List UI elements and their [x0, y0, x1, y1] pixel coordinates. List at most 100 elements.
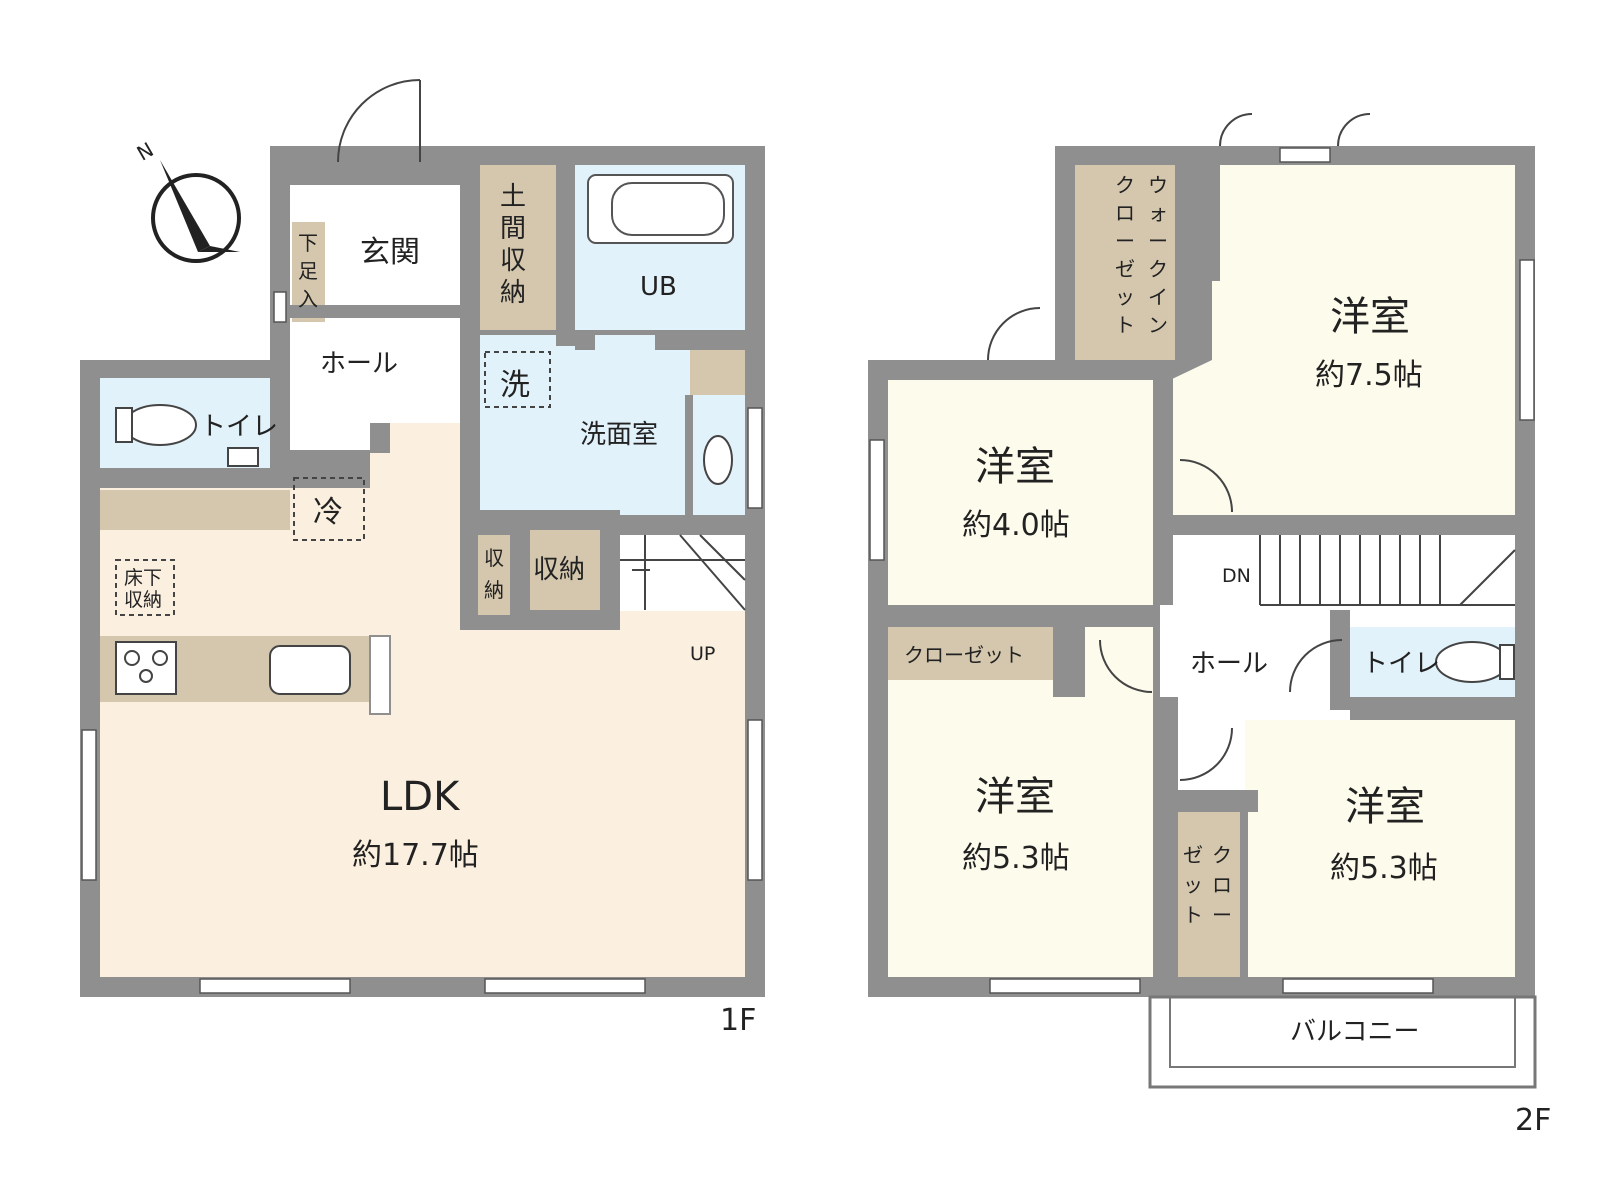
svg-text:ロ: ロ — [1212, 873, 1232, 897]
svg-text:ゼ: ゼ — [1183, 843, 1203, 867]
bedroom-c-floor — [888, 627, 1153, 977]
svg-text:ク: ク — [1148, 257, 1168, 281]
toilet-label-2f: トイレ — [1362, 649, 1440, 679]
storage-box — [530, 525, 600, 610]
bedroom-b-floor — [888, 380, 1153, 605]
storage-small-box — [478, 535, 510, 615]
svg-text:収納: 収納 — [124, 589, 162, 611]
closet-d-label: ク ロ ー ゼ ッ ト — [1183, 843, 1232, 927]
svg-text:ト: ト — [1115, 313, 1135, 337]
balcony-inner — [1169, 996, 1516, 1068]
entrance-label: 玄関 — [360, 235, 420, 270]
svg-text:入: 入 — [298, 287, 318, 311]
fridge-box — [293, 477, 365, 541]
bedroom-c-name: 洋室 — [975, 774, 1055, 820]
svg-text:ン: ン — [1148, 313, 1168, 337]
compass-ring — [151, 173, 241, 263]
svg-text:ウ: ウ — [1148, 173, 1168, 197]
toilet-bowl-2f — [1435, 641, 1509, 683]
washer-box — [484, 351, 551, 408]
first-floor: 玄関 土 間 収 納 下 足 入 ホール トイレ UB 洗 洗面室 冷 床下 収… — [80, 79, 765, 1038]
bedroom-d-floor — [1245, 720, 1515, 977]
wic-box — [1075, 165, 1175, 360]
shoe-rack-label: 下 足 入 — [298, 231, 318, 311]
bedroom-c-size: 約5.3帖 — [962, 841, 1070, 876]
counter-return — [369, 635, 391, 715]
floor-label-2f: 2F — [1515, 1103, 1551, 1138]
shoe-storage-label: 土 間 収 納 — [500, 182, 526, 308]
bedroom-b-size: 約4.0帖 — [962, 508, 1070, 543]
svg-text:ォ: ォ — [1148, 201, 1168, 225]
entrance-door-swing — [337, 79, 421, 163]
svg-text:納: 納 — [500, 278, 526, 308]
washbasin — [703, 435, 733, 485]
svg-text:間: 間 — [500, 214, 526, 244]
bedroom-a-floor — [1170, 165, 1515, 515]
svg-text:ロ: ロ — [1115, 201, 1135, 225]
stove-burner-3 — [139, 669, 153, 683]
svg-text:収: 収 — [500, 246, 526, 276]
door-swings-2f — [987, 113, 1371, 781]
washer-label: 洗 — [500, 368, 530, 403]
bathtub — [587, 174, 734, 244]
balcony-label: バルコニー — [1290, 1017, 1419, 1047]
toilet-sink-1f — [227, 447, 259, 467]
svg-text:土: 土 — [500, 182, 526, 212]
stairs-up-label: UP — [690, 643, 715, 665]
second-floor: ウ ォ ー ク イ ン ク ロ ー ゼ ッ ト 洋室 約7.5帖 洋室 約4.0… — [868, 113, 1551, 1138]
compass-needle-tail — [198, 246, 240, 252]
toilet-tank-2f — [1499, 644, 1515, 680]
stair-floor-1f — [620, 535, 745, 611]
fridge-label: 冷 — [313, 495, 343, 530]
stairs-1f — [620, 534, 746, 611]
ldk-name: LDK — [380, 774, 461, 820]
svg-text:下: 下 — [298, 231, 318, 255]
bedroom-a-name: 洋室 — [1330, 294, 1410, 340]
svg-text:ゼ: ゼ — [1115, 257, 1135, 281]
ldk-floor — [100, 423, 745, 977]
bedroom-d-size: 約5.3帖 — [1330, 851, 1438, 886]
bathtub-inner — [611, 182, 725, 236]
stove — [115, 641, 177, 695]
floor-label-1f: 1F — [720, 1003, 756, 1038]
compass: N — [133, 137, 241, 263]
windows-2f — [869, 147, 1535, 994]
svg-text:ト: ト — [1183, 903, 1203, 927]
svg-text:納: 納 — [484, 578, 504, 602]
stove-burner-2 — [152, 650, 168, 666]
closet-d-box — [1178, 812, 1240, 977]
storage-small-label: 収 納 — [484, 546, 504, 602]
washroom-label: 洗面室 — [580, 420, 658, 450]
svg-text:イ: イ — [1148, 285, 1168, 309]
hall-label-1f: ホール — [320, 349, 398, 379]
svg-text:足: 足 — [298, 259, 318, 283]
bath-label: UB — [640, 272, 677, 302]
bedroom-b-name: 洋室 — [975, 444, 1055, 490]
counter-storage — [100, 490, 290, 530]
svg-text:ー: ー — [1115, 229, 1135, 253]
svg-text:ッ: ッ — [1115, 285, 1135, 309]
windows-1f — [81, 291, 763, 994]
storage-label: 収納 — [533, 555, 585, 585]
compass-needle — [160, 160, 210, 252]
shoe-storage-box — [468, 165, 556, 330]
compass-north-label: N — [133, 137, 158, 165]
bedroom-d-name: 洋室 — [1345, 784, 1425, 830]
svg-text:ー: ー — [1148, 229, 1168, 253]
interior-walls-2f — [868, 146, 1515, 997]
kitchen-sink — [269, 645, 351, 695]
stove-burner-1 — [124, 650, 140, 666]
closet-label: クローゼット — [904, 643, 1024, 667]
svg-text:ー: ー — [1212, 903, 1232, 927]
closet-box — [888, 627, 1053, 680]
ldk-size: 約17.7帖 — [352, 838, 479, 873]
wic-label: ウ ォ ー ク イ ン ク ロ ー ゼ ッ ト — [1115, 173, 1168, 337]
bedroom-a-size: 約7.5帖 — [1315, 358, 1423, 393]
svg-text:収: 収 — [484, 546, 504, 570]
hall-label-2f: ホール — [1190, 649, 1268, 679]
washroom-shelf — [690, 350, 745, 395]
svg-text:床下: 床下 — [124, 567, 162, 589]
stairs-dn-label: DN — [1222, 565, 1251, 587]
svg-text:ク: ク — [1115, 173, 1135, 197]
